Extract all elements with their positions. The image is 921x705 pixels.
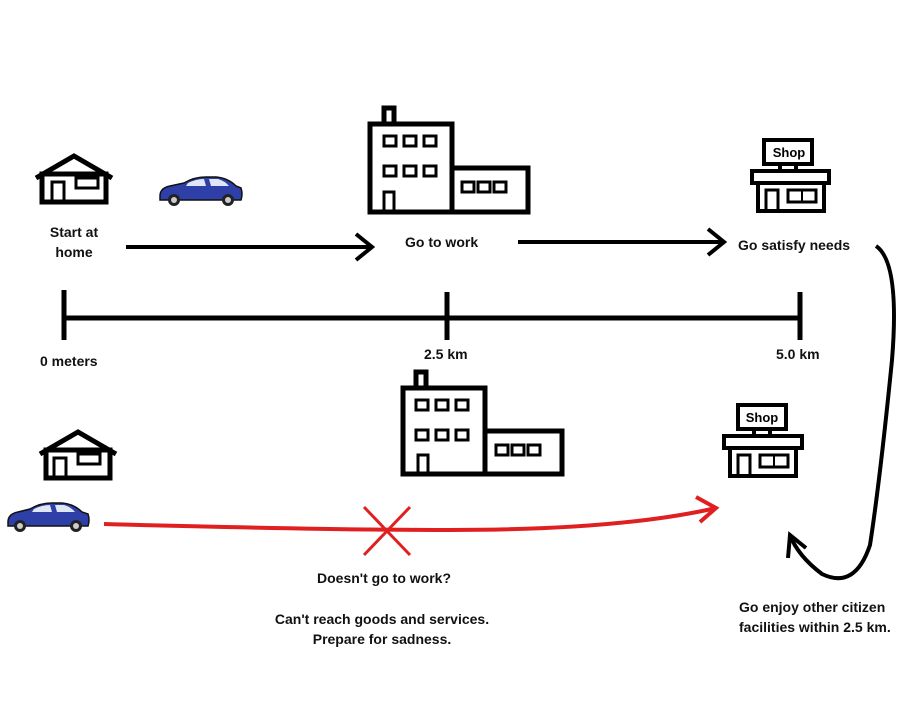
office-building-icon-bottom (400, 369, 565, 477)
house-icon-bottom (38, 429, 118, 481)
red-path-arrow (103, 495, 720, 533)
return-arrow-curve (786, 244, 896, 581)
tick-label-end: 5.0 km (776, 346, 820, 362)
tick-label-mid: 2.5 km (424, 346, 468, 362)
arrow-work-to-needs (518, 227, 728, 257)
car-icon-top (159, 176, 243, 206)
shop-icon-bottom (722, 403, 804, 478)
house-icon-top (34, 153, 114, 205)
shop-sign-bottom: Shop (746, 410, 779, 425)
office-building-icon-top (367, 105, 531, 215)
red-x-mark-icon (362, 505, 412, 557)
start-label-line2: home (55, 244, 93, 260)
no-work-label: Doesn't go to work? (317, 570, 451, 586)
return-note-line2: facilities within 2.5 km. (739, 619, 891, 635)
work-label: Go to work (405, 234, 479, 250)
shop-icon-top (750, 138, 831, 213)
car-icon-bottom (7, 502, 90, 532)
start-label-line1: Start at (49, 224, 99, 240)
arrow-home-to-work (126, 232, 376, 262)
consequence-line2: Prepare for sadness. (312, 631, 452, 647)
return-note: Go enjoy other citizen facilities within… (739, 597, 891, 637)
consequence-line1: Can't reach goods and services. (274, 611, 490, 627)
return-note-line1: Go enjoy other citizen (739, 599, 886, 615)
tick-label-start: 0 meters (40, 353, 98, 369)
needs-label: Go satisfy needs (738, 237, 851, 253)
start-label: Start at home (38, 222, 110, 262)
consequence-label: Can't reach goods and services. Prepare … (262, 609, 502, 649)
distance-scale-bar (61, 290, 803, 340)
shop-sign-top: Shop (773, 145, 806, 160)
